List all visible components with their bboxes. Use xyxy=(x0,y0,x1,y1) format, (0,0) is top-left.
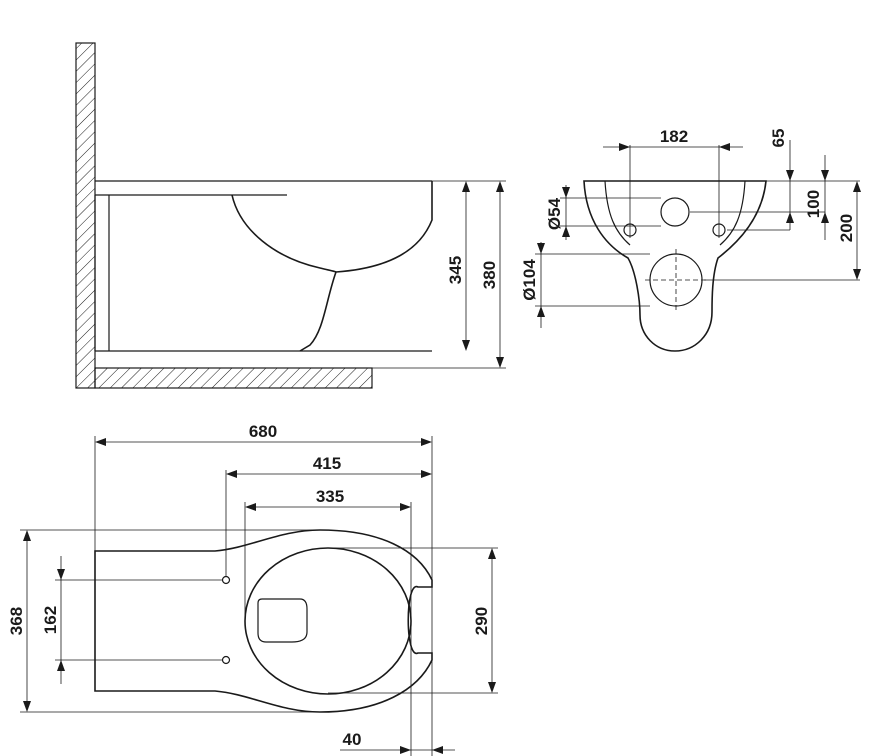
dim-200-label: 200 xyxy=(837,214,856,242)
dim-65-label: 65 xyxy=(769,129,788,148)
dim-380-label: 380 xyxy=(480,261,499,289)
fixing-point-upper xyxy=(221,575,231,585)
dim-290-label: 290 xyxy=(472,607,491,635)
top-outline xyxy=(94,529,433,713)
dim-368-label: 368 xyxy=(7,607,26,635)
fixing-point-lower xyxy=(221,655,231,665)
front-view: 182 65 100 200 Ø54 Ø104 xyxy=(520,127,861,352)
dim-100-label: 100 xyxy=(804,190,823,218)
floor-hatch xyxy=(94,367,373,389)
dim-345-label: 345 xyxy=(446,256,465,284)
inlet-circle xyxy=(660,197,690,227)
dim-335-label: 335 xyxy=(316,487,344,506)
dim-104-label: Ø104 xyxy=(520,259,539,301)
wall-hatch xyxy=(75,42,96,389)
dim-40-label: 40 xyxy=(343,730,362,749)
dim-415-label: 415 xyxy=(313,454,341,473)
dim-680-label: 680 xyxy=(249,422,277,441)
dim-182-label: 182 xyxy=(660,127,688,146)
bowl-opening xyxy=(257,598,308,643)
bowl-profile xyxy=(299,181,433,352)
seat-ring xyxy=(244,547,412,695)
top-view: 680 415 335 368 162 290 xyxy=(7,422,498,756)
dim-162-label: 162 xyxy=(41,606,60,634)
dim-54-label: Ø54 xyxy=(545,197,564,230)
front-outline xyxy=(583,180,767,352)
bowl-inner xyxy=(231,194,337,273)
side-view: 345 380 xyxy=(75,42,506,389)
